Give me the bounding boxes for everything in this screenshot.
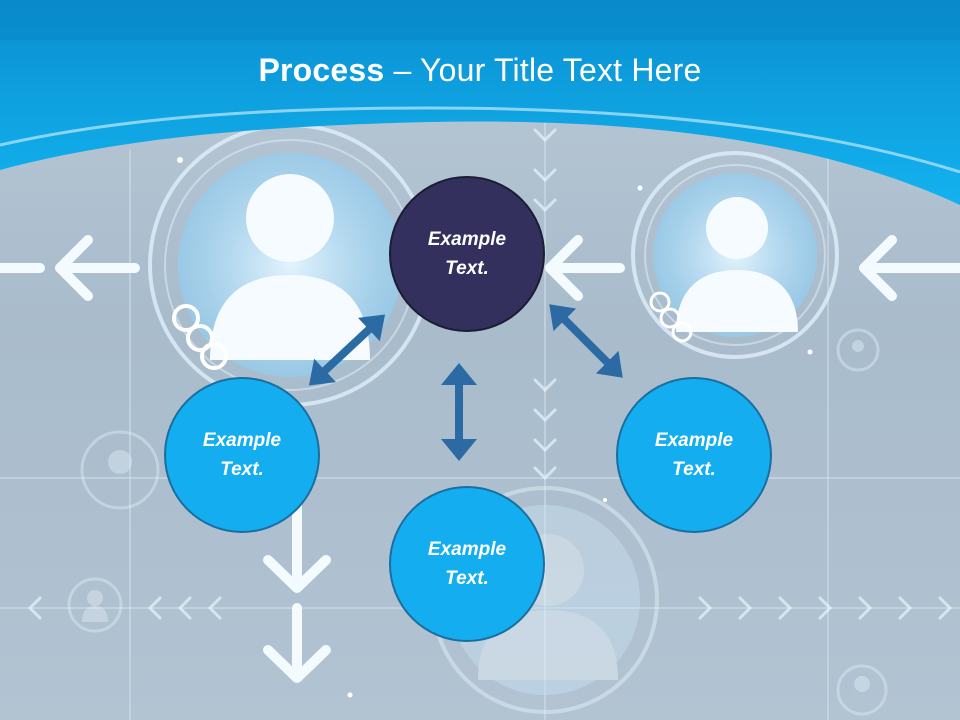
process-node-bottom[interactable]: Example Text. xyxy=(389,486,545,642)
double-headed-arrow-icon xyxy=(441,363,477,461)
node-text-line2: Text. xyxy=(445,258,489,279)
node-text-line2: Text. xyxy=(445,568,489,589)
node-text-line2: Text. xyxy=(220,459,264,480)
node-text-line2: Text. xyxy=(672,459,716,480)
node-text-line1: Example xyxy=(427,539,507,560)
node-text-line1: Example xyxy=(654,430,734,451)
slide-title: Process – Your Title Text Here xyxy=(0,52,960,89)
double-headed-arrow-icon xyxy=(549,304,623,378)
user-avatar-icon xyxy=(631,151,839,359)
process-node-right[interactable]: Example Text. xyxy=(616,377,772,533)
title-rest: – Your Title Text Here xyxy=(384,52,702,88)
node-text-line1: Example xyxy=(427,229,507,250)
node-text-line1: Example xyxy=(202,430,282,451)
process-node-left[interactable]: Example Text. xyxy=(164,377,320,533)
title-bold: Process xyxy=(258,52,385,88)
user-avatar-icon xyxy=(148,123,432,407)
double-headed-arrow-icon xyxy=(308,314,386,386)
process-node-top[interactable]: Example Text. xyxy=(389,176,545,332)
